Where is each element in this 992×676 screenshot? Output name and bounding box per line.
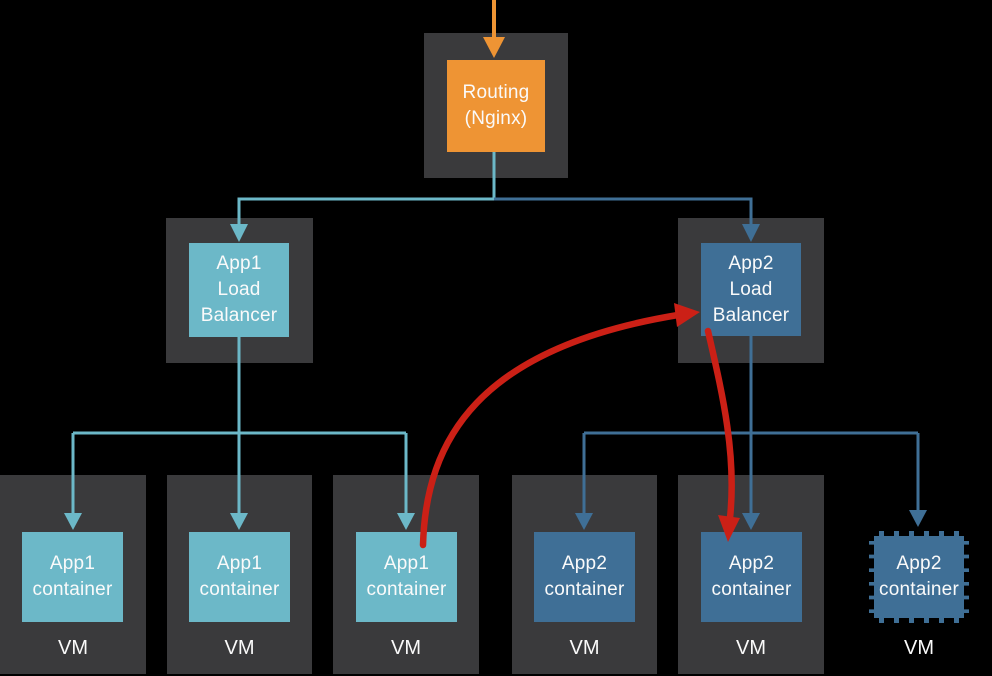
app1-container-1: App1 container xyxy=(22,532,123,622)
edge-app2-container3-arrowhead xyxy=(909,510,927,527)
container-label-line2: container xyxy=(199,579,280,600)
container-label-line1: App1 xyxy=(49,553,96,574)
app1-container-2: App1 container xyxy=(189,532,290,622)
container-label-line1: App2 xyxy=(896,553,942,574)
app1-lb-label-line3: Balancer xyxy=(200,305,278,326)
app2-container-2: App2 container xyxy=(701,532,802,622)
container-label-line1: App2 xyxy=(561,553,608,574)
app2-lb-label-line1: App2 xyxy=(728,252,774,274)
app2-container-1: App2 container xyxy=(534,532,635,622)
app2-lb-label-line3: Balancer xyxy=(712,304,790,326)
vm-label-3: VM xyxy=(391,637,421,659)
container-label-line2: container xyxy=(879,579,959,600)
vm-label-6: VM xyxy=(904,637,934,659)
routing-label-line2: (Nginx) xyxy=(464,108,528,129)
container-label-line1: App1 xyxy=(383,553,430,574)
app2-container-3-dashed: App2 container xyxy=(869,531,969,623)
container-label-line2: container xyxy=(32,579,113,600)
vm-label-5: VM xyxy=(736,637,766,659)
routing-node: Routing (Nginx) xyxy=(447,60,545,152)
app1-load-balancer-node: App1 Load Balancer xyxy=(189,243,289,337)
app2-load-balancer-node: App2 Load Balancer xyxy=(701,243,801,336)
container-label-line2: container xyxy=(544,579,625,600)
app2-lb-label-line2: Load xyxy=(729,278,773,300)
container-label-line1: App2 xyxy=(728,553,775,574)
container-label-line1: App1 xyxy=(216,553,263,574)
app1-container-3: App1 container xyxy=(356,532,457,622)
app1-lb-label-line2: Load xyxy=(217,279,261,300)
vm-label-2: VM xyxy=(224,637,255,659)
routing-label-line1: Routing xyxy=(462,82,530,103)
container-label-line2: container xyxy=(711,579,792,600)
app1-lb-label-line1: App1 xyxy=(216,253,262,274)
container-label-line2: container xyxy=(366,579,447,600)
vm-label-4: VM xyxy=(569,637,600,659)
vm-label-1: VM xyxy=(58,637,88,659)
